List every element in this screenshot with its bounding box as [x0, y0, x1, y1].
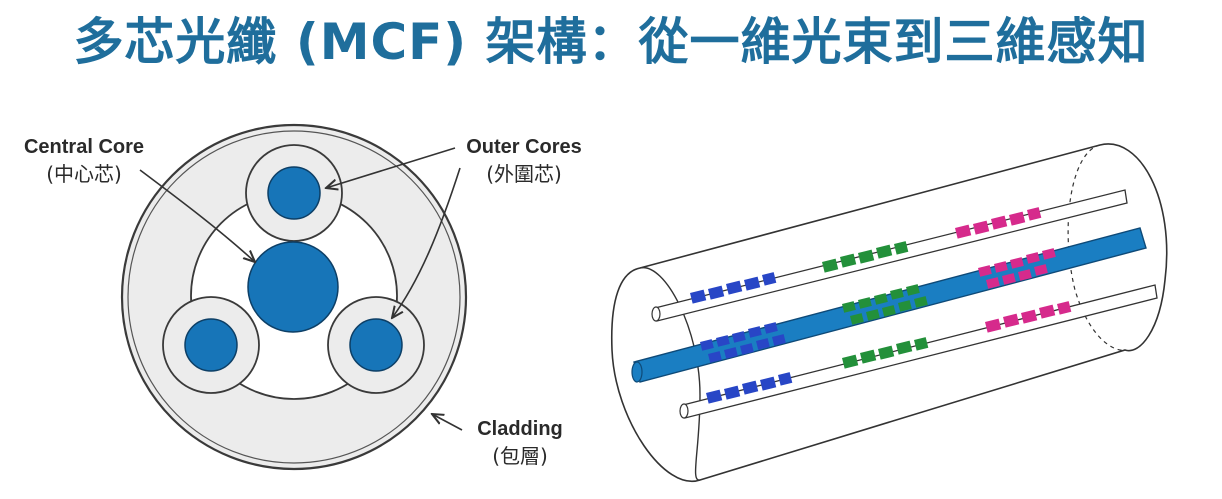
grating-magenta-bottom [984, 301, 1072, 333]
grating-green-top [822, 241, 909, 273]
outer-core-top [267, 166, 321, 220]
central-core-label-zh: (中心芯) [46, 162, 122, 186]
cladding-label-zh: (包層) [492, 444, 548, 468]
grating-blue-bottom [705, 372, 793, 404]
outer-core-left [184, 318, 238, 372]
central-core-arrow [139, 169, 255, 262]
grating-green-central [842, 284, 928, 325]
fiber-3d-view [610, 143, 1168, 483]
central-core-tube [631, 227, 1147, 383]
central-core [247, 241, 339, 333]
outer-core-right-arrow [392, 167, 461, 318]
grating-green-bottom [842, 337, 929, 369]
fiber-cross-section [120, 123, 468, 471]
grating-blue-central [700, 322, 786, 363]
outer-cores-label-zh: (外圍芯) [486, 162, 562, 186]
grating-magenta-central [978, 248, 1056, 289]
grating-blue-top [690, 272, 777, 304]
outer-core-tube-top [651, 189, 1128, 322]
outer-core-tube-bottom [679, 284, 1158, 419]
cladding-arrow [432, 414, 463, 431]
cladding-label: Cladding [477, 418, 563, 440]
page-title: 多芯光纖 (MCF) 架構：從一維光束到三維感知 [73, 13, 1149, 71]
outer-cores-label: Outer Cores [466, 136, 582, 158]
grating-magenta-top [955, 207, 1042, 239]
outer-core-right [349, 318, 403, 372]
outer-core-top-arrow [326, 147, 456, 188]
central-core-label: Central Core [24, 136, 144, 158]
